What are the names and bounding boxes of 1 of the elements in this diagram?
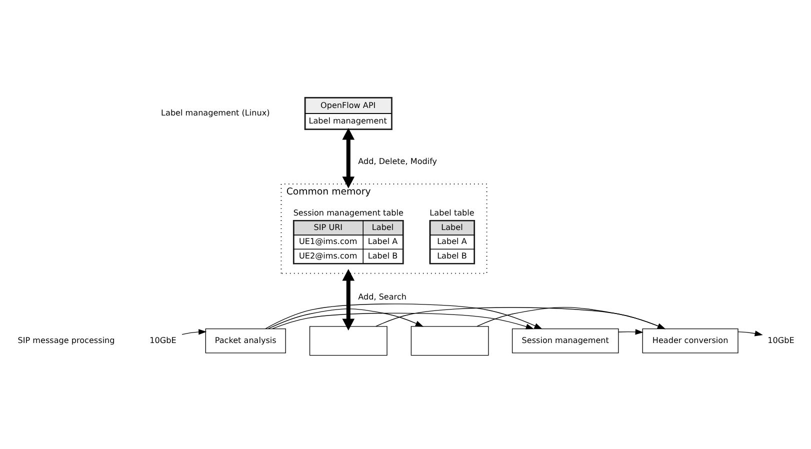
node-label: Common memory [286,186,370,197]
